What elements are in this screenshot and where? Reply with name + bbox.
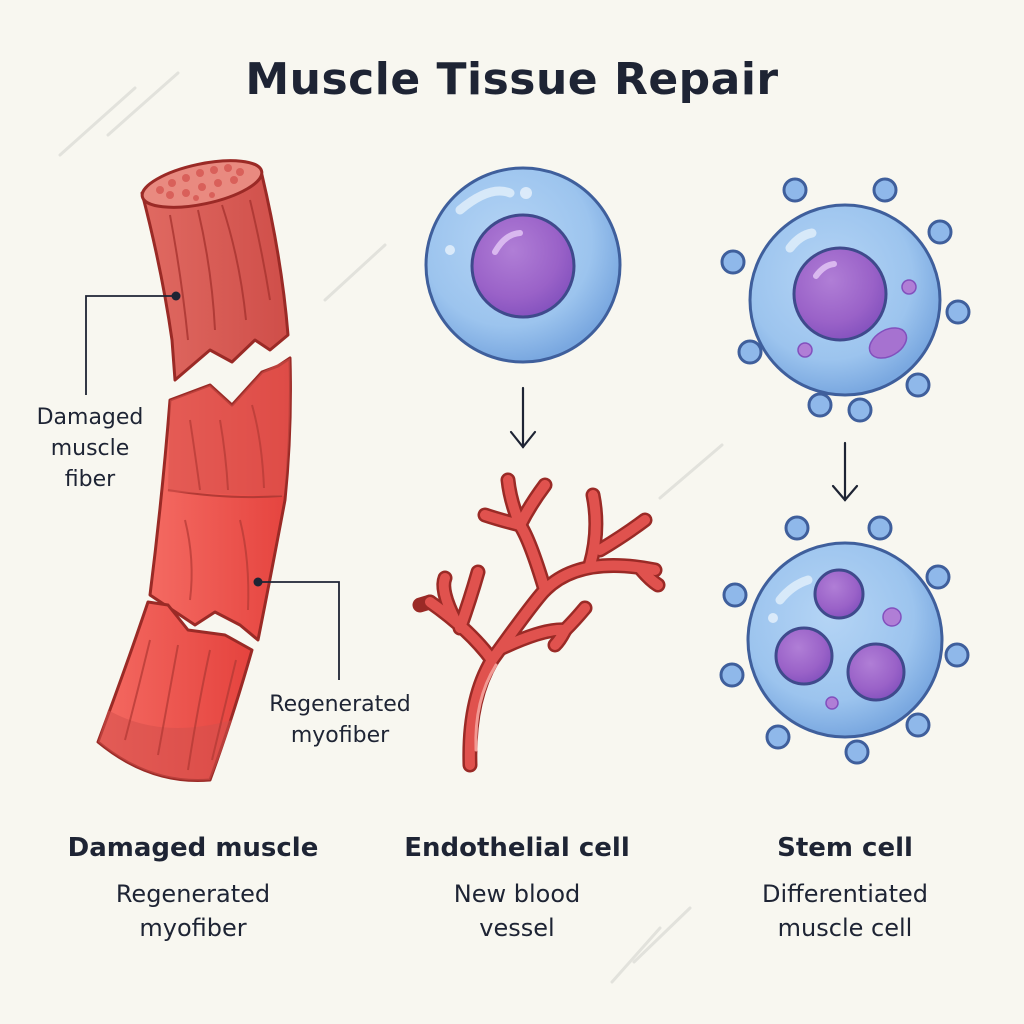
callout-damaged-muscle-fiber: Damaged muscle fiber	[20, 402, 160, 495]
nucleus	[813, 568, 865, 620]
column-title-damaged-muscle: Damaged muscle	[67, 833, 319, 863]
column-title-endothelial-cell: Endothelial cell	[404, 833, 630, 863]
callout-line: Damaged	[36, 405, 144, 430]
callout-line: muscle	[50, 436, 130, 461]
arrow-down-icon	[509, 386, 537, 449]
stem-cell-illustration	[720, 177, 971, 423]
nucleus	[846, 642, 906, 702]
endothelial-cell-illustration	[424, 166, 622, 364]
column-title-stem-cell: Stem cell	[777, 833, 913, 863]
column-subtitle-stem-cell: Differentiated muscle cell	[685, 877, 1005, 945]
endothelial-nucleus	[470, 213, 576, 319]
subtitle-line: Differentiated	[762, 880, 928, 908]
subtitle-line: myofiber	[139, 914, 247, 942]
column-subtitle-damaged-muscle: Regenerated myofiber	[33, 877, 353, 945]
callout-leader-regenerated	[253, 577, 340, 680]
subtitle-line: Regenerated	[115, 880, 271, 908]
fascicle-dots	[156, 164, 244, 201]
subtitle-line: New blood	[453, 880, 581, 908]
callout-line: Regenerated	[269, 692, 411, 717]
stem-cell-nucleus	[792, 246, 888, 342]
subtitle-line: vessel	[479, 914, 555, 942]
column-subtitle-endothelial-cell: New blood vessel	[357, 877, 677, 945]
differentiated-muscle-cell-illustration	[719, 515, 970, 765]
callout-regenerated-myofiber: Regenerated myofiber	[250, 689, 430, 751]
callout-line: myofiber	[290, 723, 390, 748]
damaged-muscle-fiber-illustration	[96, 159, 292, 782]
decorative-lines	[58, 71, 724, 984]
callout-line: fiber	[64, 467, 116, 492]
arrow-down-icon	[831, 441, 859, 502]
page-title: Muscle Tissue Repair	[245, 54, 779, 105]
subtitle-line: muscle cell	[777, 914, 913, 942]
blood-vessel-illustration	[412, 472, 666, 773]
nucleus	[774, 626, 834, 686]
callout-leader-damaged	[85, 291, 181, 395]
